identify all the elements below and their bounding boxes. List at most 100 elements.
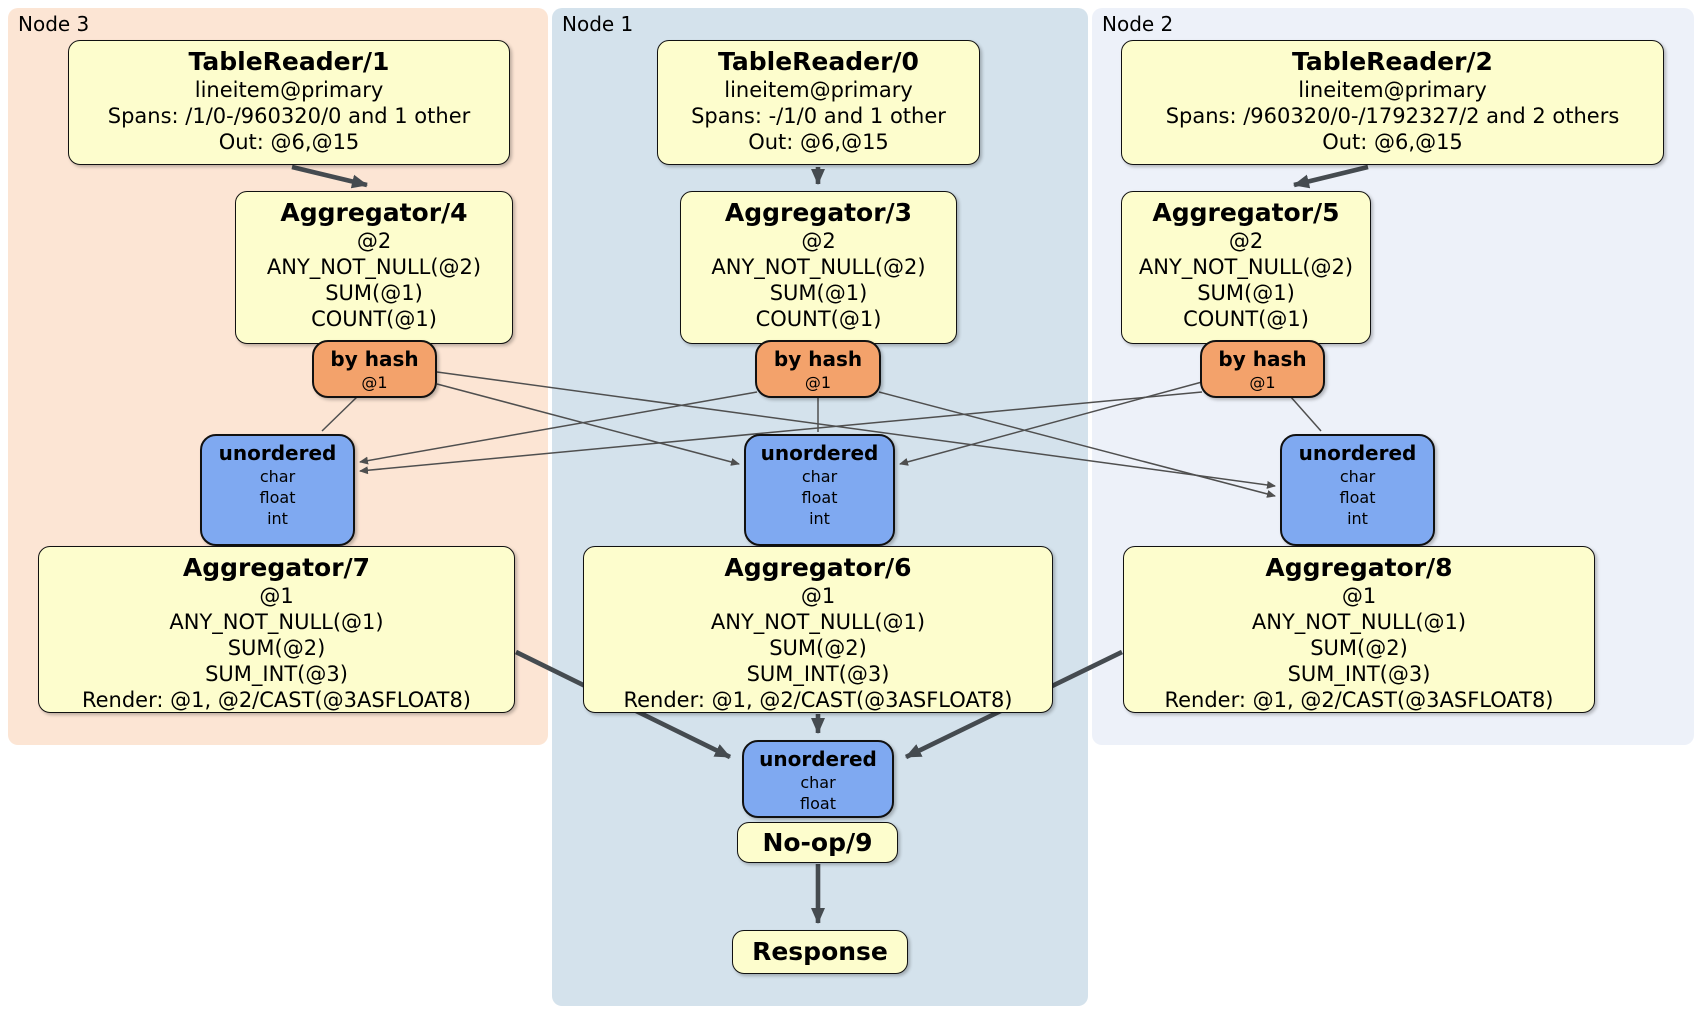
box-line: @1 bbox=[800, 584, 836, 608]
box-line: Render: @1, @2/CAST(@3ASFLOAT8) bbox=[81, 688, 472, 712]
stream-type: int bbox=[809, 509, 830, 528]
box-line: SUM(@2) bbox=[227, 636, 326, 660]
box-line: ANY_NOT_NULL(@2) bbox=[711, 255, 926, 279]
box-title: Aggregator/5 bbox=[1152, 198, 1340, 227]
box-title: Response bbox=[752, 937, 888, 966]
box-line: lineitem@primary bbox=[1298, 78, 1487, 102]
box-line: SUM(@1) bbox=[769, 281, 868, 305]
box-line: SUM(@2) bbox=[769, 636, 867, 660]
box-line: ANY_NOT_NULL(@1) bbox=[710, 610, 926, 634]
box-line: Spans: /1/0-/960320/0 and 1 other bbox=[107, 104, 471, 128]
edge-byhash2-un2 bbox=[1289, 395, 1322, 432]
stream-type: char bbox=[259, 467, 296, 486]
stream-type: float bbox=[259, 488, 296, 507]
processor-noop-9: No-op/9 bbox=[737, 822, 898, 863]
stream-title: unordered bbox=[759, 747, 877, 771]
edge-tr2-agg5 bbox=[1293, 164, 1369, 189]
thin-edges bbox=[321, 371, 1322, 498]
box-line: @2 bbox=[801, 229, 836, 253]
box-line: @2 bbox=[1228, 229, 1264, 253]
stream-type: char bbox=[800, 773, 836, 792]
stream-type: int bbox=[1347, 509, 1368, 528]
stream-type: float bbox=[801, 488, 838, 507]
edge-byhash1-un3 bbox=[359, 391, 758, 465]
box-line: COUNT(@1) bbox=[1183, 307, 1309, 331]
box-line: @2 bbox=[356, 229, 392, 253]
processor-response: Response bbox=[732, 930, 908, 974]
edge-byhash3-un1 bbox=[436, 383, 740, 466]
box-line: lineitem@primary bbox=[724, 78, 913, 102]
router-by-hash-node1: by hash @1 bbox=[755, 340, 881, 398]
panel-node-2-label: Node 2 bbox=[1102, 12, 1174, 36]
router-column: @1 bbox=[361, 373, 388, 392]
box-line: Spans: /960320/0-/1792327/2 and 2 others bbox=[1165, 104, 1620, 128]
box-line: SUM_INT(@3) bbox=[746, 662, 890, 686]
box-title: Aggregator/7 bbox=[182, 553, 371, 582]
box-line: SUM_INT(@3) bbox=[1287, 662, 1431, 686]
panel-node-3-label: Node 3 bbox=[18, 12, 90, 36]
box-title: Aggregator/4 bbox=[280, 198, 468, 227]
box-title: Aggregator/6 bbox=[724, 553, 912, 582]
box-line: @1 bbox=[259, 584, 294, 608]
processor-tablereader-1: TableReader/1 lineitem@primary Spans: /1… bbox=[68, 40, 510, 165]
edge-tr1-agg4 bbox=[291, 164, 368, 189]
box-title: Aggregator/3 bbox=[724, 198, 913, 227]
edge-byhash2-un1 bbox=[899, 381, 1203, 466]
box-line: ANY_NOT_NULL(@2) bbox=[1138, 255, 1354, 279]
stream-type: int bbox=[267, 509, 288, 528]
stream-title: unordered bbox=[218, 441, 337, 465]
stream-type: float bbox=[1339, 488, 1376, 507]
panel-node-1-label: Node 1 bbox=[562, 12, 634, 36]
stream-title: unordered bbox=[760, 441, 879, 465]
box-line: SUM(@2) bbox=[1310, 636, 1408, 660]
box-line: Out: @6,@15 bbox=[1322, 130, 1463, 154]
box-line: Render: @1, @2/CAST(@3ASFLOAT8) bbox=[623, 688, 1013, 712]
router-by-hash-node2: by hash @1 bbox=[1200, 340, 1325, 398]
router-title: by hash bbox=[330, 347, 419, 371]
box-line: lineitem@primary bbox=[194, 78, 384, 102]
box-line: ANY_NOT_NULL(@1) bbox=[1251, 610, 1467, 634]
processor-aggregator-6: Aggregator/6 @1 ANY_NOT_NULL(@1) SUM(@2)… bbox=[583, 546, 1053, 713]
box-line: @1 bbox=[1341, 584, 1377, 608]
stream-type: float bbox=[800, 794, 836, 813]
processor-aggregator-4: Aggregator/4 @2 ANY_NOT_NULL(@2) SUM(@1)… bbox=[235, 191, 513, 344]
box-line: Out: @6,@15 bbox=[748, 130, 889, 154]
router-column: @1 bbox=[804, 373, 832, 392]
router-title: by hash bbox=[773, 347, 863, 371]
box-line: Spans: -/1/0 and 1 other bbox=[691, 104, 946, 128]
router-column: @1 bbox=[1249, 373, 1276, 392]
box-line: ANY_NOT_NULL(@2) bbox=[266, 255, 482, 279]
processor-aggregator-3: Aggregator/3 @2 ANY_NOT_NULL(@2) SUM(@1)… bbox=[680, 191, 957, 344]
processor-aggregator-8: Aggregator/8 @1 ANY_NOT_NULL(@1) SUM(@2)… bbox=[1123, 546, 1595, 713]
stream-title: unordered bbox=[1298, 441, 1417, 465]
edge-byhash3-un2 bbox=[436, 371, 1276, 489]
processor-aggregator-7: Aggregator/7 @1 ANY_NOT_NULL(@1) SUM(@2)… bbox=[38, 546, 515, 713]
box-title: TableReader/2 bbox=[1292, 47, 1493, 76]
box-line: COUNT(@1) bbox=[755, 307, 882, 331]
edge-byhash1-un2 bbox=[878, 391, 1276, 498]
router-title: by hash bbox=[1218, 347, 1307, 371]
processor-tablereader-0: TableReader/0 lineitem@primary Spans: -/… bbox=[657, 40, 980, 165]
processor-tablereader-2: TableReader/2 lineitem@primary Spans: /9… bbox=[1121, 40, 1664, 165]
box-line: ANY_NOT_NULL(@1) bbox=[169, 610, 384, 634]
box-line: COUNT(@1) bbox=[311, 307, 437, 331]
box-title: No-op/9 bbox=[762, 827, 873, 857]
stream-type: char bbox=[1339, 467, 1376, 486]
box-line: SUM(@1) bbox=[1197, 281, 1295, 305]
stream-unordered-node2: unordered char float int bbox=[1280, 434, 1435, 546]
edge-byhash3-un3 bbox=[321, 395, 359, 432]
box-line: SUM_INT(@3) bbox=[205, 662, 348, 686]
stream-unordered-final: unordered char float bbox=[742, 740, 894, 818]
box-title: TableReader/0 bbox=[718, 47, 919, 76]
box-title: Aggregator/8 bbox=[1265, 553, 1453, 582]
box-title: TableReader/1 bbox=[188, 47, 390, 76]
processor-aggregator-5: Aggregator/5 @2 ANY_NOT_NULL(@2) SUM(@1)… bbox=[1121, 191, 1371, 344]
box-line: Render: @1, @2/CAST(@3ASFLOAT8) bbox=[1164, 688, 1554, 712]
stream-unordered-node3: unordered char float int bbox=[200, 434, 355, 546]
stream-type: char bbox=[801, 467, 838, 486]
box-line: SUM(@1) bbox=[325, 281, 423, 305]
stream-unordered-node1: unordered char float int bbox=[744, 434, 895, 546]
edge-byhash2-un3 bbox=[359, 391, 1203, 475]
box-line: Out: @6,@15 bbox=[218, 130, 360, 154]
